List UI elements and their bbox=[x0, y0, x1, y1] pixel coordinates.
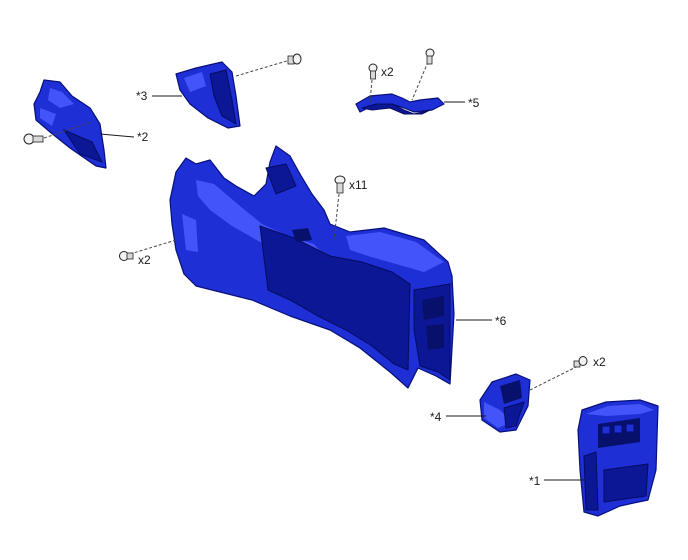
part-5-screw-line-2 bbox=[411, 61, 429, 101]
part-1-rear-panel bbox=[577, 399, 659, 517]
callout-6: *6 bbox=[495, 314, 507, 328]
left-clip-line bbox=[129, 239, 177, 255]
callout-1: *1 bbox=[529, 474, 541, 488]
left-clip bbox=[119, 251, 134, 261]
callout-4: *4 bbox=[430, 410, 442, 424]
qty-box-screws: x2 bbox=[593, 355, 606, 369]
part-2-side-panel bbox=[33, 79, 107, 169]
part-5-screw-1 bbox=[368, 63, 378, 80]
part-5-bracket bbox=[355, 93, 445, 115]
part-6-console-body bbox=[169, 145, 455, 389]
part-2-clip-line bbox=[43, 121, 93, 139]
part-3-screw bbox=[287, 53, 302, 65]
part-5-screw-line-1 bbox=[369, 79, 373, 103]
qty-left-clips: x2 bbox=[138, 253, 151, 267]
callout-5: *5 bbox=[468, 96, 480, 110]
part-4-box bbox=[479, 373, 531, 433]
qty-bracket-screws: x2 bbox=[381, 65, 394, 79]
qty-console-screws: x11 bbox=[349, 178, 368, 192]
callout-3: *3 bbox=[136, 89, 148, 103]
callout-2: *2 bbox=[137, 130, 149, 144]
part-6-screw bbox=[334, 175, 346, 194]
part-4-screw bbox=[573, 356, 588, 368]
part-4-screw-line bbox=[529, 365, 579, 391]
part-3-screw-line bbox=[235, 59, 291, 77]
part-2-clip bbox=[23, 133, 44, 145]
leader-2 bbox=[99, 133, 135, 138]
part-5-screw-2 bbox=[425, 48, 435, 65]
part-3-bezel bbox=[175, 61, 241, 129]
part-6-screw-line bbox=[333, 193, 340, 241]
